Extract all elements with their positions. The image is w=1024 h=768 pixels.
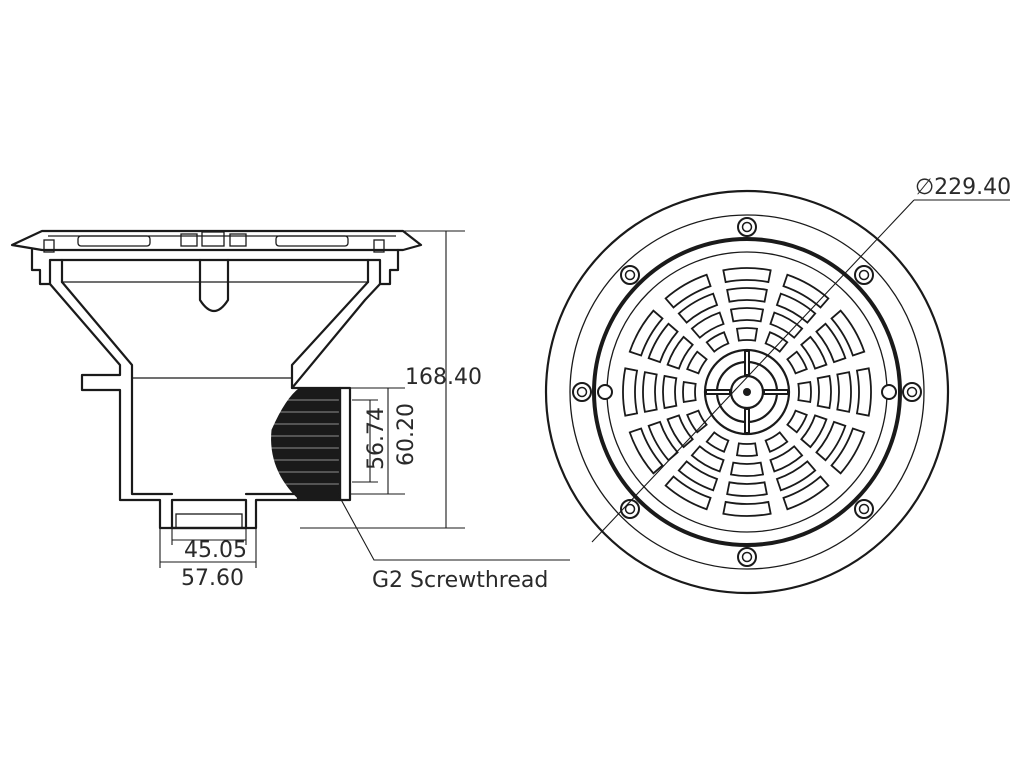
screw-icon [597, 384, 613, 400]
grate-slot [815, 322, 847, 364]
grate-slot [705, 431, 730, 453]
mounting-bolts [572, 217, 922, 567]
top-view [544, 189, 950, 595]
grate-slot [677, 292, 719, 324]
grate-slot [664, 273, 712, 309]
screwthread-region [271, 387, 341, 501]
grate-slot [800, 335, 828, 370]
grate-slot [830, 427, 866, 475]
grate-slot [764, 431, 789, 453]
side-view [10, 229, 423, 530]
grate-slot [786, 350, 808, 375]
bolt-icon [572, 382, 592, 402]
dimension-diameter-label: ∅229.40 [915, 175, 1011, 200]
thread-leader: G2 Screwthread [337, 493, 570, 593]
screw-icon [881, 384, 897, 400]
grate-slot [782, 475, 830, 511]
dimension-outlet-inner-label: 45.05 [184, 538, 247, 563]
grate-slot [722, 267, 772, 284]
grate-slot [816, 374, 832, 410]
grate-slot [855, 367, 872, 417]
bolt-icon [854, 499, 874, 519]
grate-slot [726, 481, 768, 497]
grate-slot [628, 309, 664, 357]
grate-slot [830, 309, 866, 357]
grate-slot [800, 414, 828, 449]
grate-slot [666, 414, 694, 449]
bolt-icon [620, 499, 640, 519]
grate-slot [642, 371, 658, 413]
dimension-outlet: 45.05 57.60 [159, 528, 257, 591]
grate-slot [735, 442, 759, 457]
grate-slot [662, 374, 678, 410]
grate-slot [664, 475, 712, 511]
grate-slot [782, 273, 830, 309]
grate-slot [786, 409, 808, 434]
grate-slot [690, 311, 725, 339]
dimension-thread-outer-label: 60.20 [394, 403, 419, 466]
dimension-outlet-outer-label: 57.60 [181, 566, 244, 591]
grate-slot [729, 307, 765, 323]
dimension-height-label: 168.40 [405, 365, 482, 390]
grate-slot [836, 371, 852, 413]
grate-slot [726, 287, 768, 303]
outer-rim [544, 189, 950, 595]
dimension-height: 168.40 [300, 230, 482, 529]
grate-slot [722, 500, 772, 517]
thread-label: G2 Screwthread [372, 568, 548, 593]
grate-slot [797, 380, 812, 404]
top-flange [10, 229, 423, 252]
grate-slot [775, 460, 817, 492]
bolt-icon [620, 265, 640, 285]
grate-slot [666, 335, 694, 370]
grate-slot [764, 331, 789, 353]
grate-slot [647, 322, 679, 364]
grate-slot [686, 409, 708, 434]
grate-slot [769, 445, 804, 473]
grate-slot [705, 331, 730, 353]
grate-slot [690, 445, 725, 473]
grate-slot [686, 350, 708, 375]
bolt-icon [737, 217, 757, 237]
grate-slot [729, 461, 765, 477]
grate-slot [628, 427, 664, 475]
grate-slot [677, 460, 719, 492]
grate-slots [622, 267, 872, 517]
grate-slot [735, 327, 759, 342]
grate-slot [682, 380, 697, 404]
grate-slot [647, 420, 679, 462]
bolt-icon [902, 382, 922, 402]
dimension-thread-inner-label: 56.74 [364, 407, 389, 470]
bolt-icon [854, 265, 874, 285]
bolt-icon [737, 547, 757, 567]
dimension-diameter: ∅229.40 [591, 175, 1011, 543]
grate-slot [815, 420, 847, 462]
grate-slot [622, 367, 639, 417]
grate-ring [592, 237, 902, 547]
dimension-thread: 56.74 60.20 [350, 387, 419, 495]
grate-slot [769, 311, 804, 339]
